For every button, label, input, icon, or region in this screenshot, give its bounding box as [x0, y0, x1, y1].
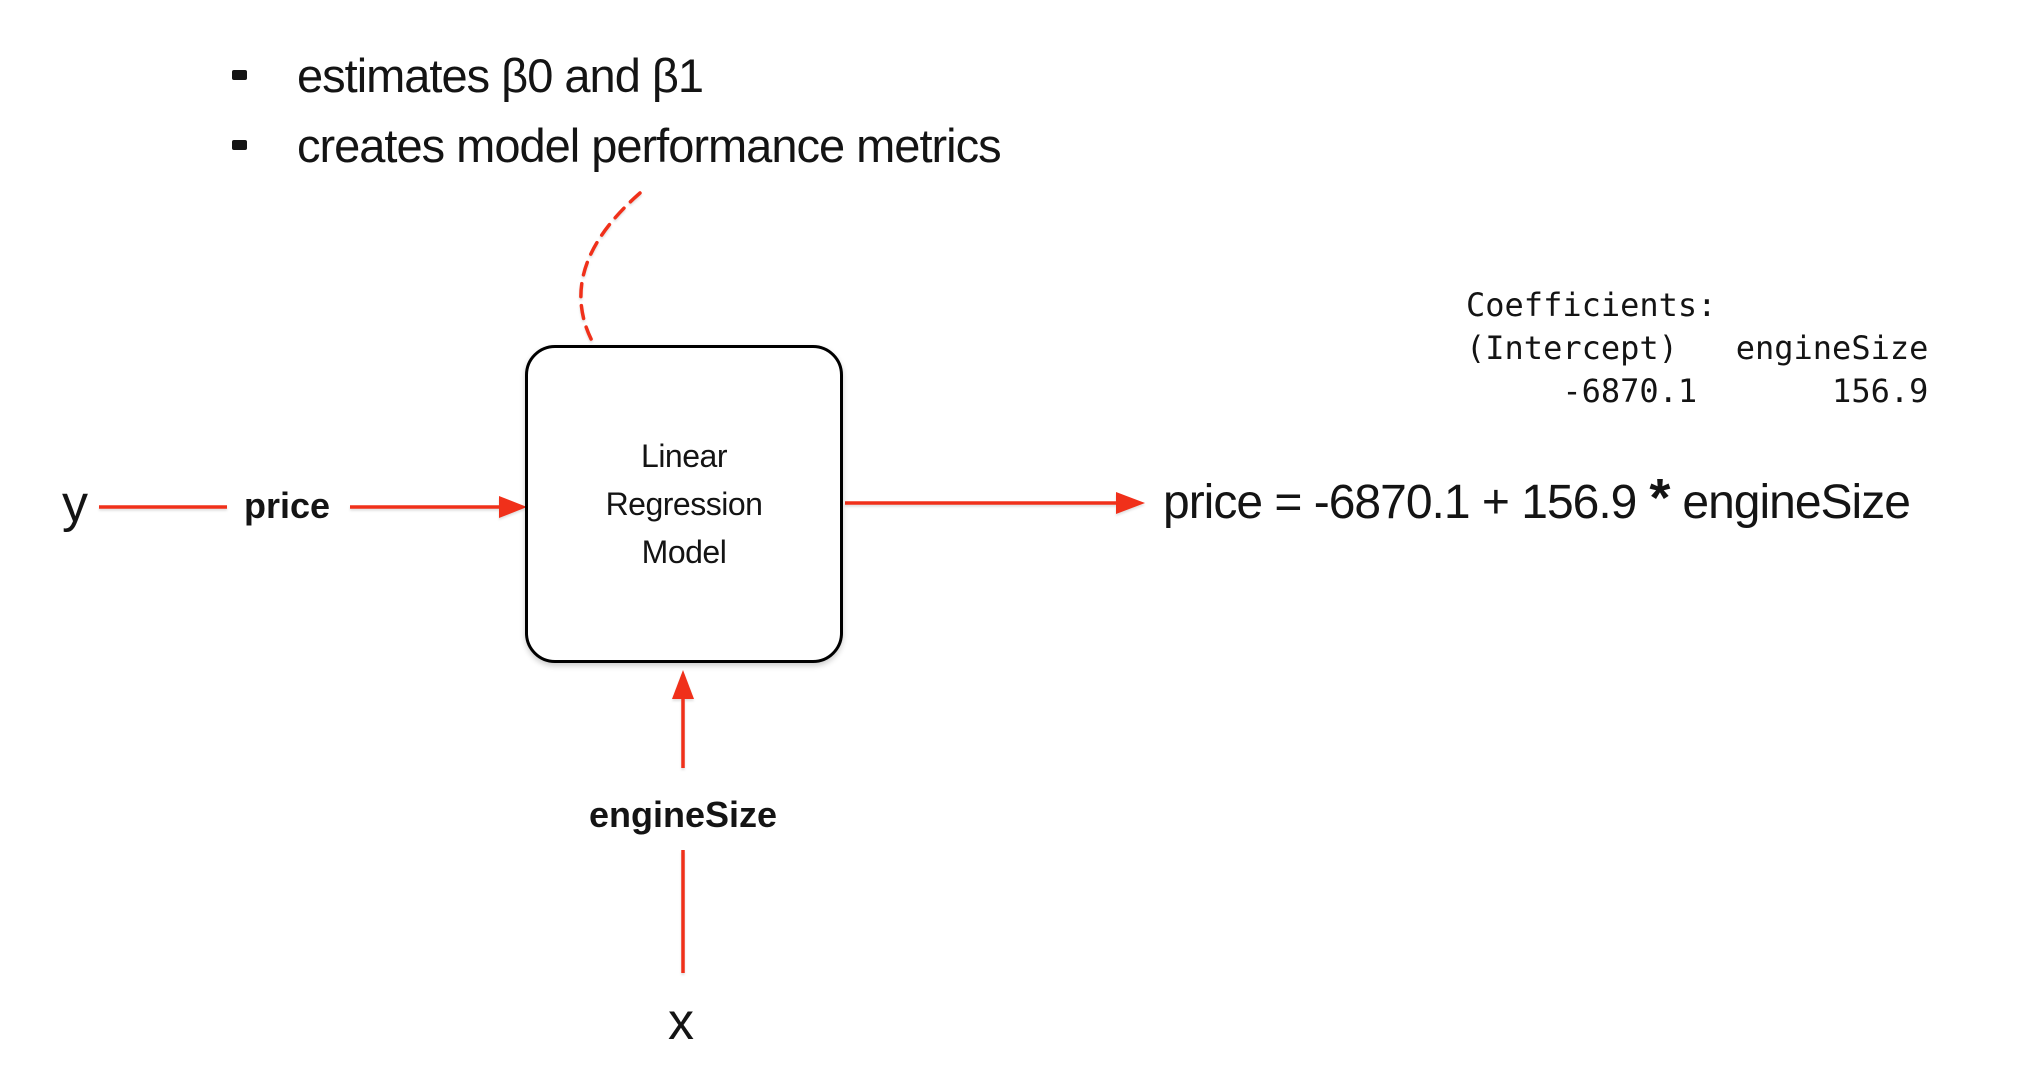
input-variable-price: price — [243, 485, 331, 526]
arrowhead-right-icon — [1116, 492, 1145, 514]
arrowhead-right-icon — [499, 496, 527, 518]
note-label: estimates β0 and β1 — [297, 48, 704, 102]
notes-list: estimates β0 and β1 creates model perfor… — [232, 40, 1002, 180]
bullet-icon — [232, 140, 247, 150]
equation-rhs: engineSize — [1682, 475, 1911, 529]
note-item: estimates β0 and β1 — [232, 40, 1001, 110]
arrow-enginesize-to-model — [672, 670, 694, 768]
output-equation: price = -6870.1 + 156.9 * engineSize — [1163, 468, 1911, 536]
arrow-price-to-model — [350, 496, 527, 518]
bullet-icon — [232, 70, 247, 80]
arrow-model-to-equation — [845, 492, 1145, 514]
equation-operator: * — [1649, 468, 1670, 528]
dashed-callout-curve — [579, 191, 642, 352]
model-box-label-line: Model — [641, 534, 727, 570]
arrowhead-up-icon — [672, 670, 694, 699]
input-symbol-y: y — [62, 475, 88, 533]
model-box-label-line: Linear — [641, 438, 727, 474]
model-box-label: Linear Regression Model — [606, 432, 763, 576]
coefficients-output: Coefficients: (Intercept) engineSize -68… — [1466, 286, 1929, 410]
note-item: creates model performance metrics — [232, 110, 1002, 180]
input-symbol-x: x — [668, 993, 694, 1051]
model-box: Linear Regression Model — [525, 345, 843, 663]
note-label: creates model performance metrics — [297, 118, 1002, 172]
equation-lhs: price = -6870.1 + 156.9 — [1163, 475, 1637, 529]
model-box-label-line: Regression — [605, 486, 763, 522]
input-variable-enginesize: engineSize — [588, 794, 778, 835]
